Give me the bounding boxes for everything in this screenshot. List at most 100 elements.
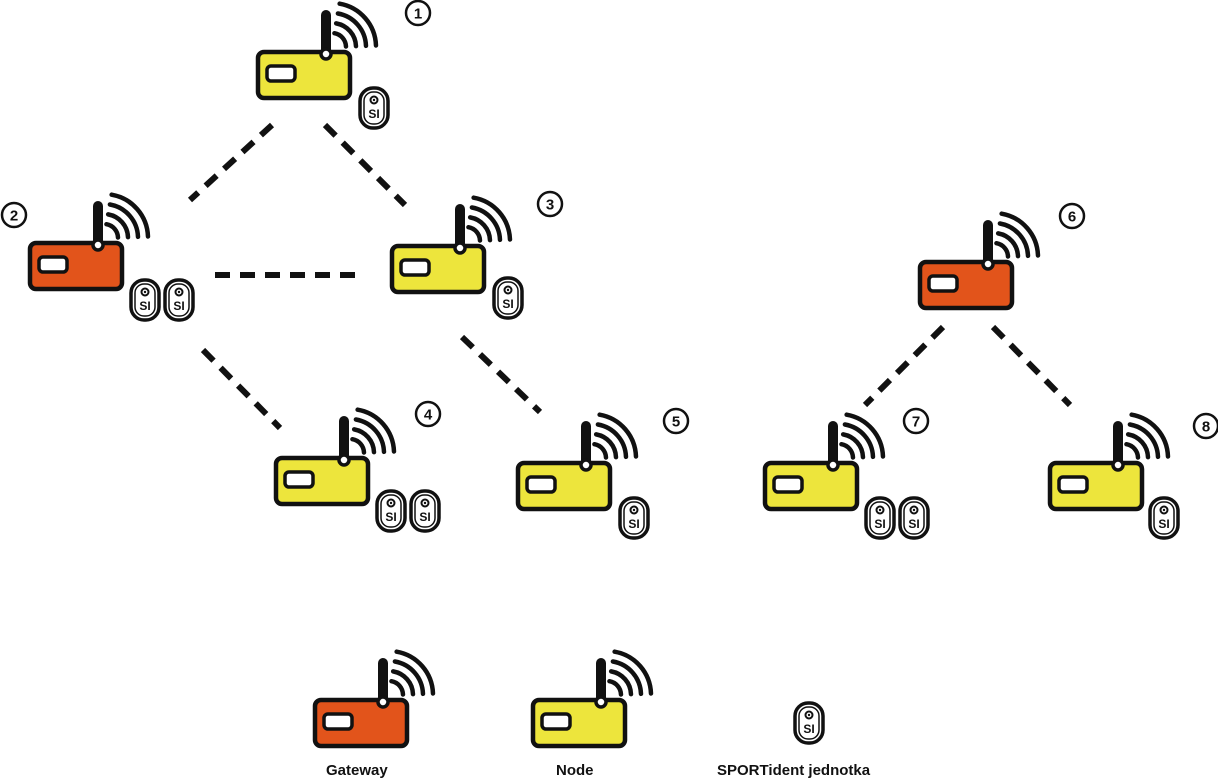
antenna-icon (828, 421, 838, 467)
device-number-6: 6 (1058, 202, 1086, 230)
legend: SI (312, 649, 825, 749)
signal-waves-icon (607, 649, 654, 697)
svg-text:8: 8 (1202, 419, 1210, 436)
si-unit-icon: SI (492, 276, 524, 320)
device-body (389, 243, 487, 295)
screen-icon (283, 470, 315, 489)
device-body (515, 460, 613, 512)
device-number-4: 4 (414, 400, 442, 428)
si-badge-text: SI (1158, 517, 1169, 531)
antenna-icon (93, 201, 103, 247)
signal-waves-icon (994, 211, 1041, 259)
device-number-1: 1 (404, 0, 432, 27)
si-unit-icon: SI (129, 278, 161, 322)
si-badge-text: SI (908, 517, 919, 531)
legend-node-label: Node (556, 762, 594, 779)
signal-waves-icon (466, 195, 513, 243)
link-6-7 (862, 324, 946, 408)
antenna-icon (596, 658, 606, 704)
si-unit-icon: SI (618, 496, 650, 540)
si-badge-text: SI (874, 517, 885, 531)
antenna-icon (339, 416, 349, 462)
screen-icon (927, 274, 959, 293)
svg-text:2: 2 (10, 208, 18, 225)
device-7-node: SI SI 7 (762, 407, 930, 540)
link-1-2 (187, 122, 275, 203)
node-device-icon (273, 407, 397, 507)
node-device-icon (389, 195, 513, 295)
screen-icon (772, 475, 804, 494)
svg-text:1: 1 (414, 6, 422, 23)
antenna-icon (983, 220, 993, 266)
screen-icon (525, 475, 557, 494)
node-device-icon (1047, 412, 1171, 512)
node-device-icon (762, 412, 886, 512)
device-body (27, 240, 125, 292)
device-body (273, 455, 371, 507)
signal-waves-icon (839, 412, 886, 460)
device-number-8: 8 (1192, 412, 1218, 440)
legend-node-icon (530, 649, 654, 749)
node-device-icon (515, 412, 639, 512)
link-3-5 (459, 334, 543, 415)
signal-waves-icon (350, 407, 397, 455)
legend-gateway-icon (312, 649, 436, 749)
si-badge-text: SI (419, 510, 430, 524)
si-badge-text: SI (385, 510, 396, 524)
link-2-4 (200, 347, 283, 431)
device-5-node: SI 5 (515, 407, 690, 540)
legend-si-label: SPORTident jednotka (717, 762, 871, 779)
device-3-node: SI 3 (389, 190, 564, 320)
si-unit-icon: SI (163, 278, 195, 322)
si-badge-text: SI (139, 299, 150, 313)
si-badge-text: SI (173, 299, 184, 313)
signal-waves-icon (1124, 412, 1171, 460)
device-6-gateway: 6 (917, 202, 1086, 311)
si-unit-icon: SI (358, 86, 390, 130)
svg-text:3: 3 (546, 197, 554, 214)
gateway-device-icon (917, 211, 1041, 311)
device-1-node: SI 1 (255, 0, 432, 130)
links-layer (187, 122, 1073, 431)
screen-icon (265, 64, 297, 83)
device-body (917, 259, 1015, 311)
device-body (530, 697, 628, 749)
si-badge-text: SI (803, 722, 814, 736)
device-body (312, 697, 410, 749)
si-unit-icon: SI (375, 489, 407, 533)
si-unit-icon: SI (1148, 496, 1180, 540)
si-badge-text: SI (368, 107, 379, 121)
device-number-7: 7 (902, 407, 930, 435)
antenna-icon (455, 204, 465, 250)
device-8-node: SI 8 (1047, 412, 1218, 540)
device-4-node: SI SI 4 (273, 400, 442, 533)
device-body (255, 49, 353, 101)
screen-icon (1057, 475, 1089, 494)
si-badge-text: SI (502, 297, 513, 311)
device-number-3: 3 (536, 190, 564, 218)
signal-waves-icon (389, 649, 436, 697)
device-2-gateway: SI SI 2 (0, 192, 195, 322)
signal-waves-icon (332, 1, 379, 49)
link-1-3 (322, 122, 408, 208)
screen-icon (322, 712, 354, 731)
screen-icon (540, 712, 572, 731)
device-number-2: 2 (0, 201, 28, 229)
svg-text:7: 7 (912, 414, 920, 431)
svg-text:5: 5 (672, 414, 680, 431)
antenna-icon (321, 10, 331, 56)
si-unit-icon: SI (409, 489, 441, 533)
link-6-8 (990, 324, 1073, 408)
legend-si-icon: SI (793, 701, 825, 745)
device-body (762, 460, 860, 512)
si-badge-text: SI (628, 517, 639, 531)
device-body (1047, 460, 1145, 512)
signal-waves-icon (104, 192, 151, 240)
si-unit-icon: SI (864, 496, 896, 540)
legend-gateway-label: Gateway (326, 762, 388, 779)
svg-text:4: 4 (424, 407, 433, 424)
antenna-icon (1113, 421, 1123, 467)
node-device-icon (255, 1, 379, 101)
